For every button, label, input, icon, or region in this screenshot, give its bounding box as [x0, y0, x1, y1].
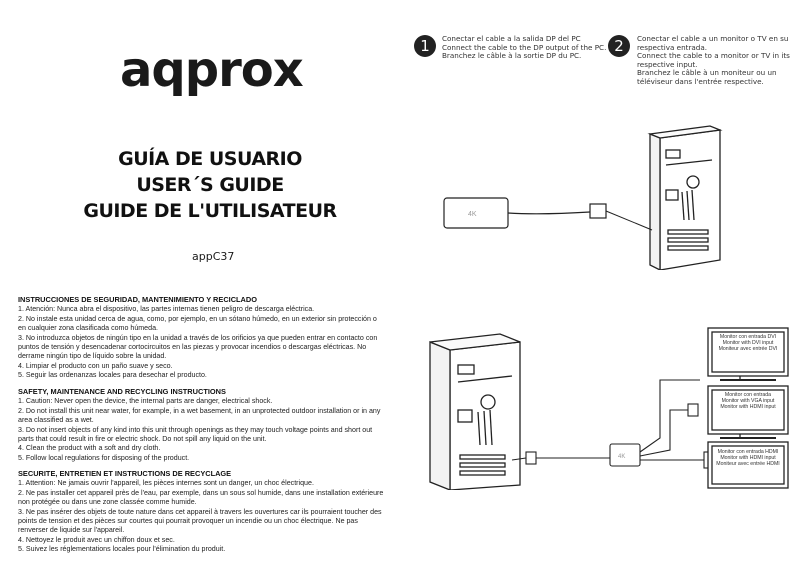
model-number: appC37	[192, 250, 235, 263]
step-1-line: Connect the cable to the DP output of th…	[442, 42, 607, 52]
step-2-line: téléviseur dans l'entrée respective.	[637, 76, 764, 86]
section-item: 2. No instale esta unidad cerca de agua,…	[18, 314, 377, 333]
section-item: 2. Ne pas installer cet appareil près de…	[18, 488, 384, 507]
section-item: 5. Suivez les réglementations locales po…	[18, 545, 226, 554]
step-1-text: Conectar el cable a la salida DP del PC …	[442, 34, 607, 61]
section-item: 3. No introduzca objetos de ningún tipo …	[18, 333, 378, 361]
safety-section-fr: SECURITE, ENTRETIEN ET INSTRUCTIONS DE R…	[18, 469, 386, 555]
monitor-label-line: Monitor con entrada	[724, 392, 772, 398]
section-item: 1. Attention: Ne jamais ouvrir l'apparei…	[18, 479, 314, 488]
adapter-label: 4K	[468, 211, 477, 218]
monitor-label-line: Monitor with VGA input	[721, 398, 775, 405]
section-item: 5. Follow local regulations for disposin…	[18, 453, 190, 462]
pc-tower-icon	[429, 333, 521, 490]
monitor-hdmi-label: Monitor con entrada HDMI Monitor with HD…	[712, 449, 784, 468]
safety-section-es: INSTRUCCIONES DE SEGURIDAD, MANTENIMIENT…	[18, 295, 386, 381]
title-en: USER´S GUIDE	[136, 174, 284, 196]
step-2-illustration: 4K	[429, 327, 789, 490]
pc-tower-icon	[647, 125, 723, 270]
section-item: 2. Do not install this unit near water, …	[18, 406, 381, 425]
section-item: 4. Limpiar el producto con un paño suave…	[18, 361, 173, 370]
monitor-label-line: Moniteur avec entrée DVI	[718, 346, 778, 353]
brand-logo: aqprox	[120, 42, 304, 98]
adapter-label: 4K	[618, 454, 625, 460]
title-fr: GUIDE DE L'UTILISATEUR	[83, 200, 337, 222]
monitor-label-line: Monitor con entrada DVI	[719, 334, 777, 340]
adapter-icon	[443, 197, 653, 231]
section-item: 1. Caution: Never open the device, the i…	[18, 397, 273, 406]
monitor-label-line: Monitor con entrada HDMI	[717, 449, 779, 455]
section-item: 5. Seguir las ordenanzas locales para de…	[18, 371, 207, 380]
section-heading: SECURITE, ENTRETIEN ET INSTRUCTIONS DE R…	[18, 469, 232, 478]
monitor-label-line: Monitor with HDMI input	[720, 404, 776, 411]
monitor-dvi-label: Monitor con entrada DVI Monitor with DVI…	[712, 334, 784, 353]
step-1-illustration: 4K	[443, 125, 723, 270]
monitor-label-line: Monitor with DVI input	[722, 340, 774, 347]
adapter-icon	[511, 379, 715, 469]
section-heading: INSTRUCCIONES DE SEGURIDAD, MANTENIMIENT…	[18, 295, 257, 304]
section-item: 4. Clean the product with a soft and dry…	[18, 444, 161, 453]
step-1-line: Branchez le câble à la sortie DP du PC.	[442, 51, 582, 61]
section-heading: SAFETY, MAINTENANCE AND RECYCLING INSTRU…	[18, 387, 226, 396]
step-2-line: Conectar el cable a un monitor o TV en s…	[637, 34, 789, 43]
monitor-vga-icon	[707, 385, 789, 439]
title-es: GUÍA DE USUARIO	[118, 148, 302, 170]
monitor-hdmi-icon	[707, 441, 789, 489]
monitor-label-line: Moniteur avec entrée HDMI	[716, 461, 780, 468]
section-item: 3. Ne pas insérer des objets de toute na…	[18, 507, 382, 535]
section-item: 4. Nettoyez le produit avec un chiffon d…	[18, 535, 175, 544]
step-2-badge: 2	[608, 35, 630, 57]
monitor-label-line: Monitor with HDMI input	[720, 455, 776, 462]
section-item: 3. Do not insert objects of any kind int…	[18, 425, 373, 444]
step-2-line: respectiva entrada.	[637, 42, 708, 52]
step-2-line: Branchez le câble à un moniteur ou un	[637, 68, 777, 78]
monitor-vga-label: Monitor con entrada Monitor with VGA inp…	[712, 392, 784, 411]
step-1-line: Conectar el cable a la salida DP del PC	[442, 34, 581, 43]
section-item: 1. Atención: Nunca abra el dispositivo, …	[18, 305, 315, 314]
safety-section-en: SAFETY, MAINTENANCE AND RECYCLING INSTRU…	[18, 387, 386, 463]
step-2-text: Conectar el cable a un monitor o TV en s…	[637, 34, 797, 87]
monitor-dvi-icon	[707, 327, 789, 381]
step-2-line: respective input.	[637, 59, 698, 69]
step-2-line: Connect the cable to a monitor or TV in …	[637, 51, 790, 61]
step-1-badge: 1	[414, 35, 436, 57]
